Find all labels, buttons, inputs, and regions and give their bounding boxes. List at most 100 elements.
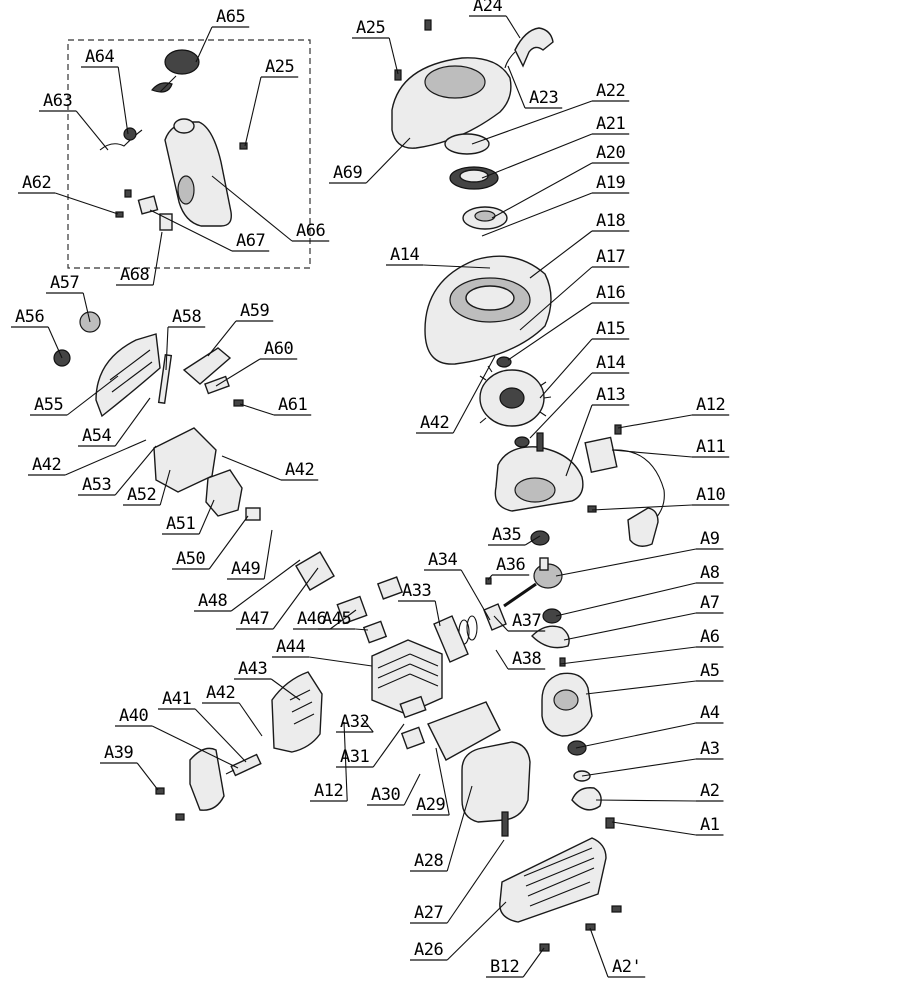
- part-label: A12: [696, 395, 725, 415]
- part-label: A9: [700, 529, 720, 549]
- part-label: A24: [473, 0, 502, 16]
- leader-line: [460, 569, 491, 621]
- part-label: A66: [296, 221, 325, 241]
- part-label: A28: [414, 851, 443, 871]
- leader-line: [151, 725, 239, 769]
- part-label: A23: [529, 88, 558, 108]
- intake-manifold-icon: [336, 595, 368, 625]
- leader-line: [522, 947, 545, 978]
- crankshaft-icon: [503, 557, 563, 608]
- part-label: A51: [166, 514, 195, 534]
- part-label: A41: [162, 689, 191, 709]
- part-label: A55: [34, 395, 63, 415]
- part-label: A25: [356, 18, 385, 38]
- part-label: A12: [314, 781, 343, 801]
- leader-line: [82, 292, 91, 323]
- part-label: A16: [596, 283, 625, 303]
- muffler-icon: [461, 741, 531, 823]
- part-label: A58: [172, 307, 201, 327]
- clutch-cover-icon: [499, 837, 607, 923]
- leader-line: [507, 302, 593, 361]
- starter-handle-icon: [504, 27, 554, 69]
- part-label: A68: [120, 265, 149, 285]
- leader-line: [309, 656, 373, 667]
- leader-line: [361, 717, 374, 733]
- spark-plug-cap-icon: [627, 507, 659, 547]
- leader-line: [272, 567, 319, 630]
- leader-line: [165, 326, 169, 371]
- part-label: A40: [119, 706, 148, 726]
- leader-lines: [11, 15, 730, 978]
- deflector-icon: [189, 747, 225, 811]
- leader-line: [487, 574, 493, 581]
- leader-line: [65, 439, 147, 476]
- leader-line: [75, 110, 109, 151]
- recoil-spring-icon: [459, 169, 489, 183]
- leader-line: [195, 26, 213, 63]
- leader-line: [507, 65, 526, 109]
- leader-line: [239, 403, 275, 416]
- part-label: A67: [236, 231, 265, 251]
- screw-icon: [539, 943, 550, 952]
- gasket-icon: [399, 695, 427, 719]
- part-label: A20: [596, 143, 625, 163]
- leader-line: [529, 372, 593, 439]
- part-labels: A65 A24 A25 A25 A64 A23 A63 A22 A21 A69 …: [15, 0, 726, 977]
- parts-layer: [53, 19, 665, 952]
- part-label: A56: [15, 307, 44, 327]
- leader-line: [365, 137, 411, 184]
- screw-icon: [233, 399, 244, 407]
- part-label: A22: [596, 81, 625, 101]
- gasket-icon: [245, 507, 261, 521]
- leader-line: [481, 192, 593, 237]
- part-label: A15: [596, 319, 625, 339]
- screw-icon: [605, 817, 615, 829]
- leader-line: [66, 375, 119, 416]
- part-label: A44: [276, 637, 305, 657]
- part-label: A42: [285, 460, 314, 480]
- leader-line: [114, 445, 157, 496]
- part-label: A13: [596, 385, 625, 405]
- gasket-icon: [433, 615, 469, 663]
- part-label: A48: [198, 591, 227, 611]
- flywheel-icon: [479, 358, 552, 427]
- nut-icon: [496, 356, 512, 368]
- part-label: A53: [82, 475, 111, 495]
- leader-line: [221, 455, 282, 481]
- part-label: A59: [240, 301, 269, 321]
- part-label: A26: [414, 940, 443, 960]
- leader-line: [471, 100, 593, 145]
- leader-line: [244, 76, 262, 147]
- part-label: A7: [700, 593, 719, 613]
- part-label: A11: [696, 437, 725, 457]
- part-label: A35: [492, 525, 521, 545]
- part-label: A29: [416, 795, 445, 815]
- part-label: A62: [22, 173, 51, 193]
- leader-line: [452, 355, 496, 434]
- leader-line: [611, 449, 693, 458]
- part-label: A57: [50, 273, 79, 293]
- leader-line: [198, 499, 215, 535]
- leader-line: [114, 397, 151, 447]
- part-label: A2: [700, 781, 719, 801]
- air-filter-cover-icon: [95, 333, 161, 418]
- leader-line: [159, 469, 171, 506]
- part-label: A17: [596, 247, 625, 267]
- part-label: A5: [700, 661, 719, 681]
- leader-line: [617, 414, 693, 429]
- screw-icon: [124, 189, 132, 198]
- part-label: A42: [206, 683, 235, 703]
- part-label: A8: [700, 563, 720, 583]
- part-label: A63: [43, 91, 72, 111]
- tank-bracket-icon: [137, 195, 159, 215]
- leader-line: [529, 230, 593, 279]
- leader-line: [194, 708, 247, 763]
- leader-line: [491, 162, 593, 219]
- air-filter-base-icon: [153, 427, 217, 493]
- leader-line: [263, 529, 273, 580]
- part-label: A64: [85, 47, 114, 67]
- leader-line: [505, 15, 521, 39]
- part-label: A4: [700, 703, 720, 723]
- leader-line: [565, 404, 593, 477]
